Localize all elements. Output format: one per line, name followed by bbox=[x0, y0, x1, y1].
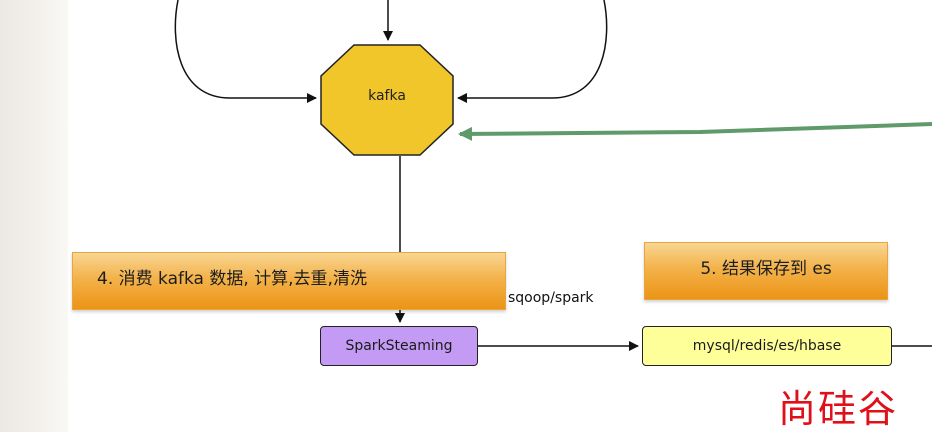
spark-streaming-node: SparkSteaming bbox=[320, 326, 478, 366]
edge-green-to-kafka bbox=[458, 122, 932, 141]
edge-left-to-kafka bbox=[174, 0, 317, 103]
watermark-logo: 尚硅谷 bbox=[778, 387, 899, 431]
edge-label-sqoop-spark: sqoop/spark bbox=[508, 290, 594, 306]
edge-right-to-kafka bbox=[457, 0, 608, 103]
kafka-node-label: kafka bbox=[368, 88, 406, 104]
step5-banner: 5. 结果保存到 es bbox=[644, 242, 888, 300]
step4-banner: 4. 消费 kafka 数据, 计算,去重,清洗 bbox=[72, 252, 506, 310]
background-strip bbox=[0, 0, 68, 432]
kafka-octagon bbox=[320, 44, 454, 156]
storage-sink-node: mysql/redis/es/hbase bbox=[642, 326, 892, 366]
